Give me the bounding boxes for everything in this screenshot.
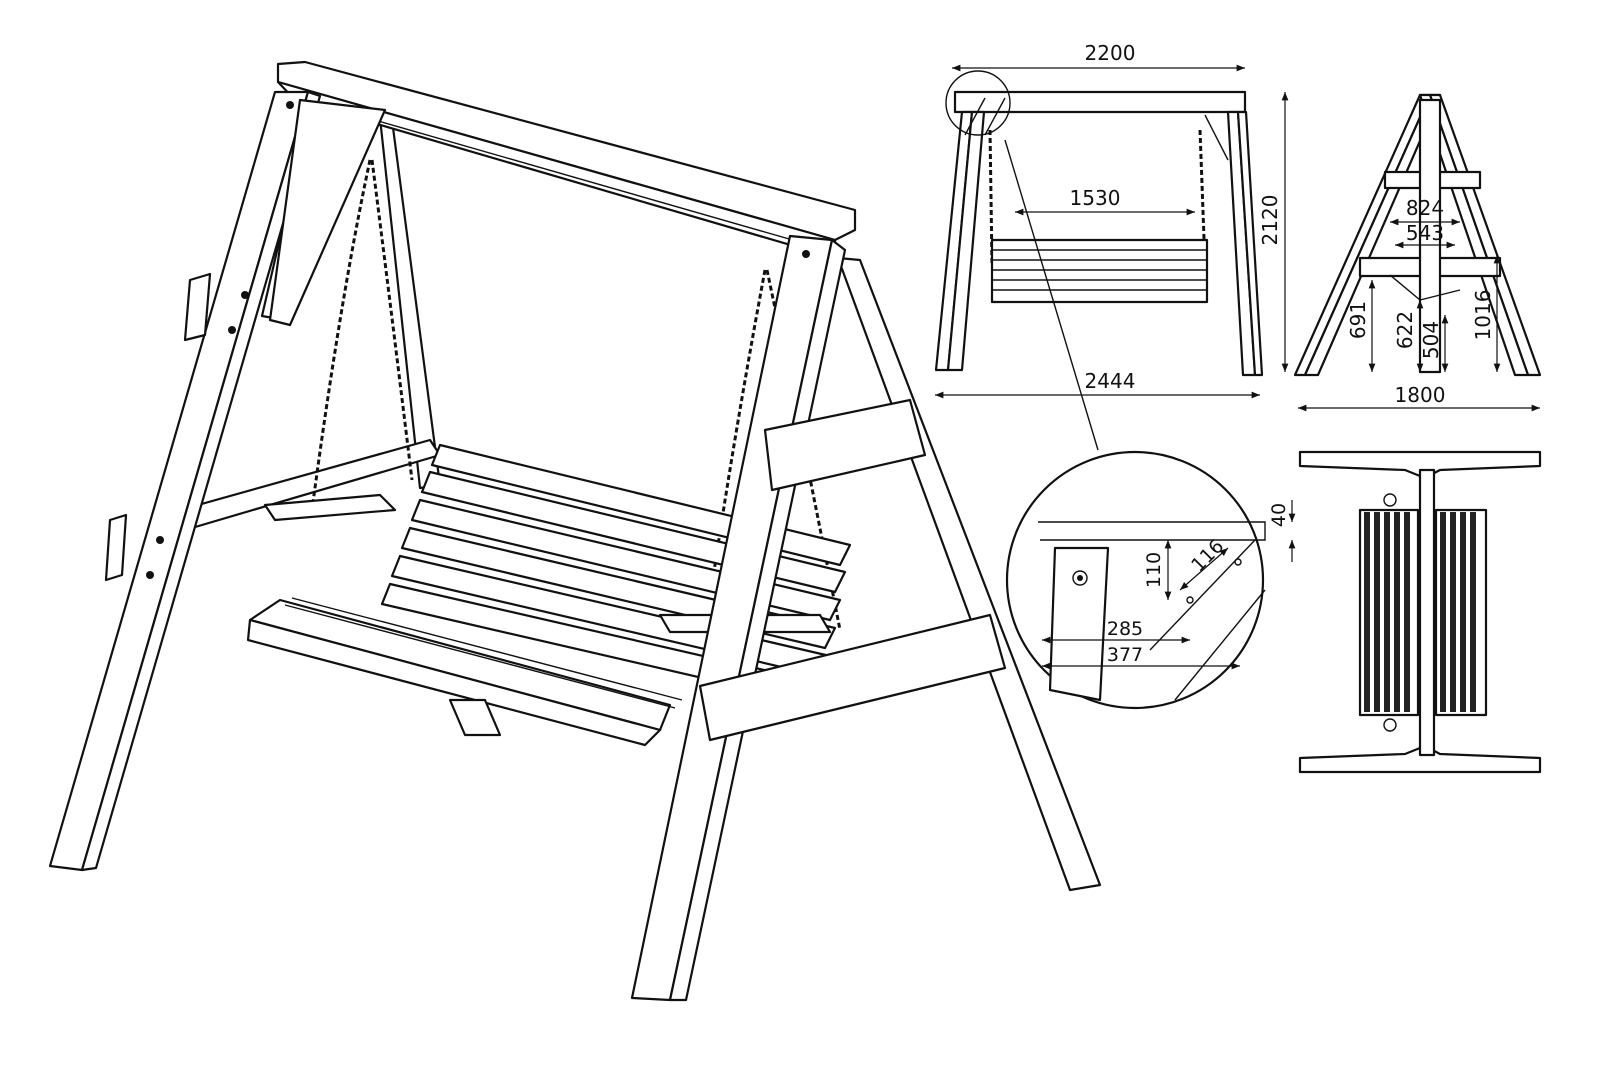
dim-285: 285	[1107, 618, 1143, 640]
dim-1800: 1800	[1395, 383, 1446, 407]
left-rear-chain	[370, 159, 414, 481]
detail-circle	[1005, 450, 1265, 710]
dim-2444: 2444	[1085, 369, 1136, 393]
seat-front	[246, 618, 662, 747]
front-view: 2200 2120 1530 2444	[934, 41, 1289, 451]
dim-691: 691	[1346, 301, 1370, 339]
front-seat	[990, 238, 1209, 304]
dim-377: 377	[1107, 644, 1143, 666]
top-view-seat-right	[1434, 508, 1488, 717]
dim-543: 543	[1406, 221, 1444, 245]
right-upper-crossbar	[763, 398, 927, 492]
dim-622: 622	[1393, 311, 1417, 349]
left-front-leg-side	[80, 90, 322, 872]
left-block-lower	[104, 513, 128, 582]
dim-2200: 2200	[1085, 41, 1136, 65]
left-armrest	[263, 493, 397, 522]
seat-support	[448, 698, 502, 737]
front-left-leg-b	[946, 110, 986, 372]
front-right-leg-b	[1236, 110, 1264, 377]
dim-110: 110	[1143, 552, 1165, 588]
top-view-beam	[1418, 468, 1436, 757]
left-front-chain	[310, 159, 372, 511]
top-view	[1298, 450, 1542, 774]
dim-504: 504	[1419, 321, 1443, 359]
dim-1530: 1530	[1070, 186, 1121, 210]
dim-1016: 1016	[1471, 290, 1495, 341]
left-block-upper	[183, 272, 212, 342]
dim-2120: 2120	[1258, 195, 1282, 246]
side-view: 824 543 691 622 504 1016 1800	[1293, 93, 1542, 412]
left-diagonal-brace	[268, 98, 387, 327]
left-front-leg	[48, 90, 310, 872]
detail-view: 40 110 116 285 377	[1005, 450, 1296, 710]
right-lower-crossbar	[698, 613, 1007, 742]
isometric-swing-view	[48, 60, 1102, 1002]
dim-824: 824	[1406, 196, 1444, 220]
right-front-chain	[710, 269, 767, 586]
top-view-seat-left	[1358, 508, 1420, 717]
dim-40: 40	[1268, 503, 1290, 527]
